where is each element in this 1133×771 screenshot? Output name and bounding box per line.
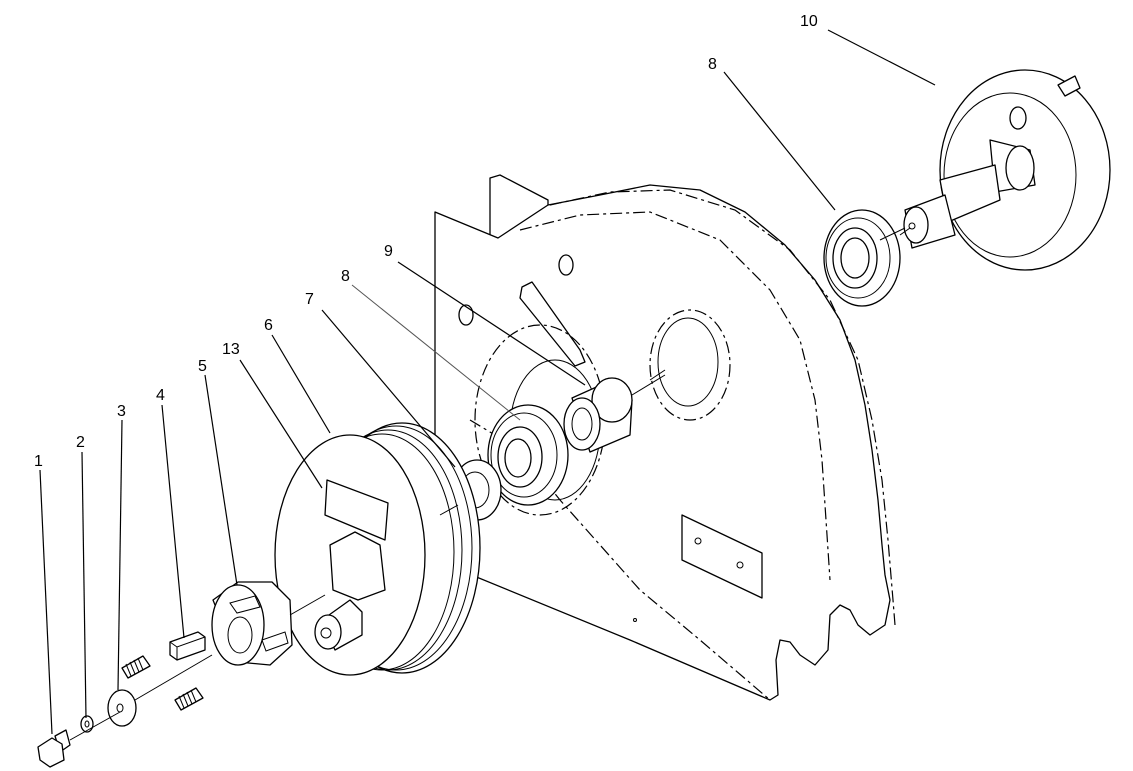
callout-3: 3: [117, 403, 126, 420]
taper-bushing: [211, 581, 293, 666]
callout-5: 5: [198, 358, 207, 375]
key: [169, 631, 206, 661]
callout-1: 1: [34, 453, 43, 470]
set-screw-upper: [121, 655, 151, 679]
set-screw-lower: [174, 687, 204, 711]
callout-9: 9: [384, 243, 393, 260]
pulley: [274, 422, 481, 676]
callout-8-left: 8: [341, 268, 350, 285]
callout-4: 4: [156, 387, 165, 404]
hex-bolt: [37, 729, 71, 768]
callout-13: 13: [222, 341, 240, 358]
flywheel-shaft-assembly: [903, 69, 1111, 271]
flat-washer: [107, 689, 137, 727]
callout-labels: 1 2 3 4 5 13 6 7 8 9 8 10: [34, 13, 818, 470]
callout-8-right: 8: [708, 56, 717, 73]
callout-6: 6: [264, 317, 273, 334]
spacer: [563, 374, 666, 453]
assembly-axis: [69, 227, 911, 741]
bearing-left: [487, 404, 569, 506]
callout-10: 10: [800, 13, 818, 30]
housing-plate: [434, 174, 896, 701]
leader-lines: [39, 29, 936, 735]
callout-7: 7: [305, 291, 314, 308]
bearing-right: [823, 209, 906, 307]
lock-washer: [80, 715, 94, 733]
callout-2: 2: [76, 434, 85, 451]
